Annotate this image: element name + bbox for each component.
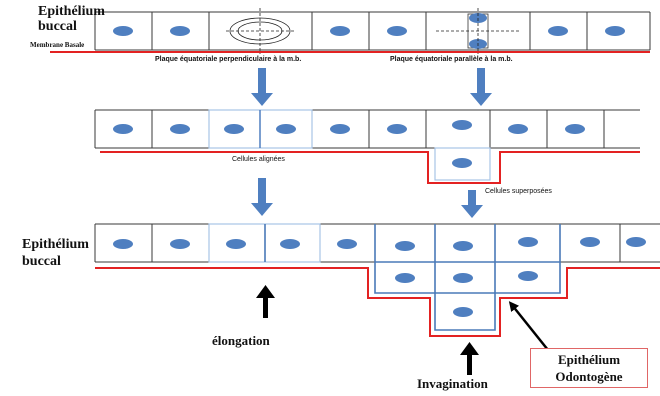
row1-cells: [94, 11, 651, 51]
label-elongation: élongation: [212, 333, 270, 348]
label-epithelium-odontogene-line2: Odontogène: [555, 369, 623, 384]
row2-daughter-cells: [208, 109, 491, 181]
row3-nuclei: [113, 237, 646, 317]
dental-lamina-cells: [264, 224, 561, 331]
label-cellules-alignees: Cellules alignées: [232, 156, 285, 163]
label-epithelium-buccal-top: Epithélium buccal: [38, 4, 105, 34]
label-epithelium-odontogene-box: Epithélium Odontogène: [530, 348, 648, 388]
row1-nuclei: [113, 26, 625, 36]
odontogene-pointer-arrow: [508, 301, 549, 351]
label-invagination: Invagination: [417, 376, 488, 391]
label-epithelium-buccal-bottom-line2: buccal: [22, 254, 61, 269]
label-plaque-perpendiculaire: Plaque équatoriale perpendiculaire à la …: [155, 56, 302, 63]
black-arrows: [256, 285, 479, 375]
label-cellules-superposees: Cellules superposées: [485, 188, 552, 195]
label-membrane-basale: Membrane Basale: [30, 41, 85, 49]
label-epithelium-buccal-bottom-line1: Epithélium: [22, 237, 89, 252]
basal-membrane-2: [100, 151, 640, 184]
label-epithelium-buccal-bottom: Epithélium buccal: [22, 236, 89, 270]
blue-arrows-2: [251, 178, 483, 218]
mitosis-parallel: [436, 8, 520, 54]
row2-nuclei: [113, 120, 585, 168]
blue-arrows-1: [251, 68, 492, 106]
basal-membrane-3: [95, 267, 660, 337]
mitosis-perpendicular: [226, 8, 294, 54]
label-epithelium-odontogene-line1: Epithélium: [557, 352, 621, 367]
label-plaque-parallele: Plaque équatoriale parallèle à la m.b.: [390, 56, 513, 63]
